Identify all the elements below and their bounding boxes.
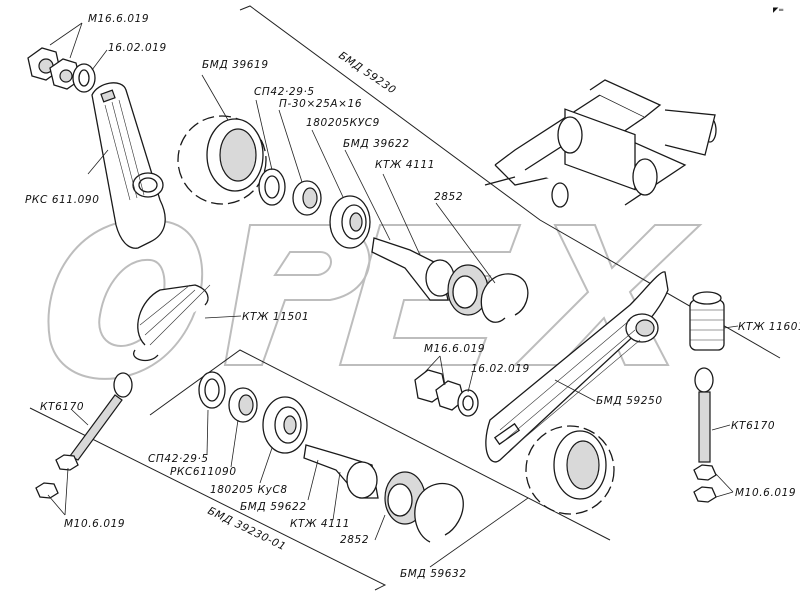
retaining-ring-bottom bbox=[414, 482, 464, 543]
label-nut-m10-right: М10.6.019 bbox=[735, 487, 796, 499]
label-washer-16-top: 16.02.019 bbox=[108, 42, 167, 54]
seal-top bbox=[258, 168, 286, 206]
label-nut-m10-left: М10.6.019 bbox=[64, 518, 125, 530]
label-cap-2852-bottom: 2852 bbox=[340, 534, 369, 546]
label-bushing-p30: П-30×25А×16 bbox=[279, 98, 362, 110]
bearing-top bbox=[329, 195, 371, 249]
label-nut-m16-mid: М16.6.019 bbox=[424, 343, 485, 355]
label-assembly-upper: БМД 59230 bbox=[336, 50, 398, 97]
label-bolt-kt6170-left: КТ6170 bbox=[40, 401, 84, 413]
cap-2852-top bbox=[447, 264, 489, 316]
label-bearing-180205-bottom: 180205 КуС8 bbox=[210, 484, 288, 496]
washer-16-mid bbox=[457, 389, 479, 417]
label-spring-ktzh4111-top: КТЖ 4111 bbox=[375, 159, 435, 171]
bearing-bottom bbox=[262, 396, 308, 454]
label-bearing-180205-top: 180205КУС9 bbox=[306, 117, 380, 129]
machine-illustration bbox=[484, 79, 717, 208]
arm-59250 bbox=[485, 271, 669, 463]
label-seal-sp42-top: СП42·29·5 bbox=[254, 86, 315, 98]
label-seal-sp42-bottom: СП42·29·5 bbox=[148, 453, 209, 465]
bushing-bottom bbox=[228, 387, 258, 423]
label-spring-11501: КТЖ 11501 bbox=[242, 311, 309, 323]
label-axle-59622-top: БМД 39622 bbox=[343, 138, 410, 150]
sprocket-top bbox=[177, 115, 267, 205]
nut-pair-m16-top bbox=[27, 47, 81, 90]
label-spring-11601: КТЖ 11601 bbox=[738, 321, 800, 333]
label-lever-rks-bottom: РКС611090 bbox=[170, 466, 237, 478]
label-axle-59622-bottom: БМД 59622 bbox=[240, 501, 307, 513]
assembly-lower-bracket bbox=[29, 407, 387, 591]
label-sprocket-619: БМД 39619 bbox=[202, 59, 269, 71]
bolt-kt6170-right bbox=[694, 367, 714, 463]
part-labels: М16.6.019 16.02.019 РКС 611.090 БМД 3961… bbox=[25, 13, 800, 580]
axle-bottom bbox=[303, 444, 379, 499]
axle-top bbox=[371, 237, 455, 301]
spring-ktzh11601 bbox=[689, 291, 725, 351]
bushing-top bbox=[292, 180, 322, 216]
bolt-kt6170-left bbox=[69, 372, 133, 461]
label-bolt-kt6170-right: КТ6170 bbox=[731, 420, 775, 432]
label-lever-rks: РКС 611.090 bbox=[25, 194, 99, 206]
label-cap-2852-top: 2852 bbox=[434, 191, 463, 203]
label-washer-16-mid: 16.02.019 bbox=[471, 363, 530, 375]
corner-mark: ◤═ bbox=[773, 6, 784, 14]
nut-pair-m10-right bbox=[693, 464, 717, 503]
label-sprocket-59632: БМД 59632 bbox=[400, 568, 467, 580]
label-nut-m16-top: М16.6.019 bbox=[88, 13, 149, 25]
label-spring-ktzh4111-bottom: КТЖ 4111 bbox=[290, 518, 350, 530]
label-arm-59250: БМД 59250 bbox=[596, 395, 663, 407]
lever-rks611090 bbox=[91, 82, 166, 249]
sprocket-bottom bbox=[525, 425, 615, 515]
leader-lines bbox=[47, 22, 739, 568]
seal-bottom bbox=[198, 371, 226, 409]
washer-16-top bbox=[72, 63, 96, 93]
nut-pair-m10-left bbox=[35, 454, 79, 499]
nut-pair-m16-mid bbox=[414, 369, 465, 411]
spring-ktzh11501 bbox=[133, 284, 211, 362]
retaining-ring-top bbox=[480, 273, 529, 323]
